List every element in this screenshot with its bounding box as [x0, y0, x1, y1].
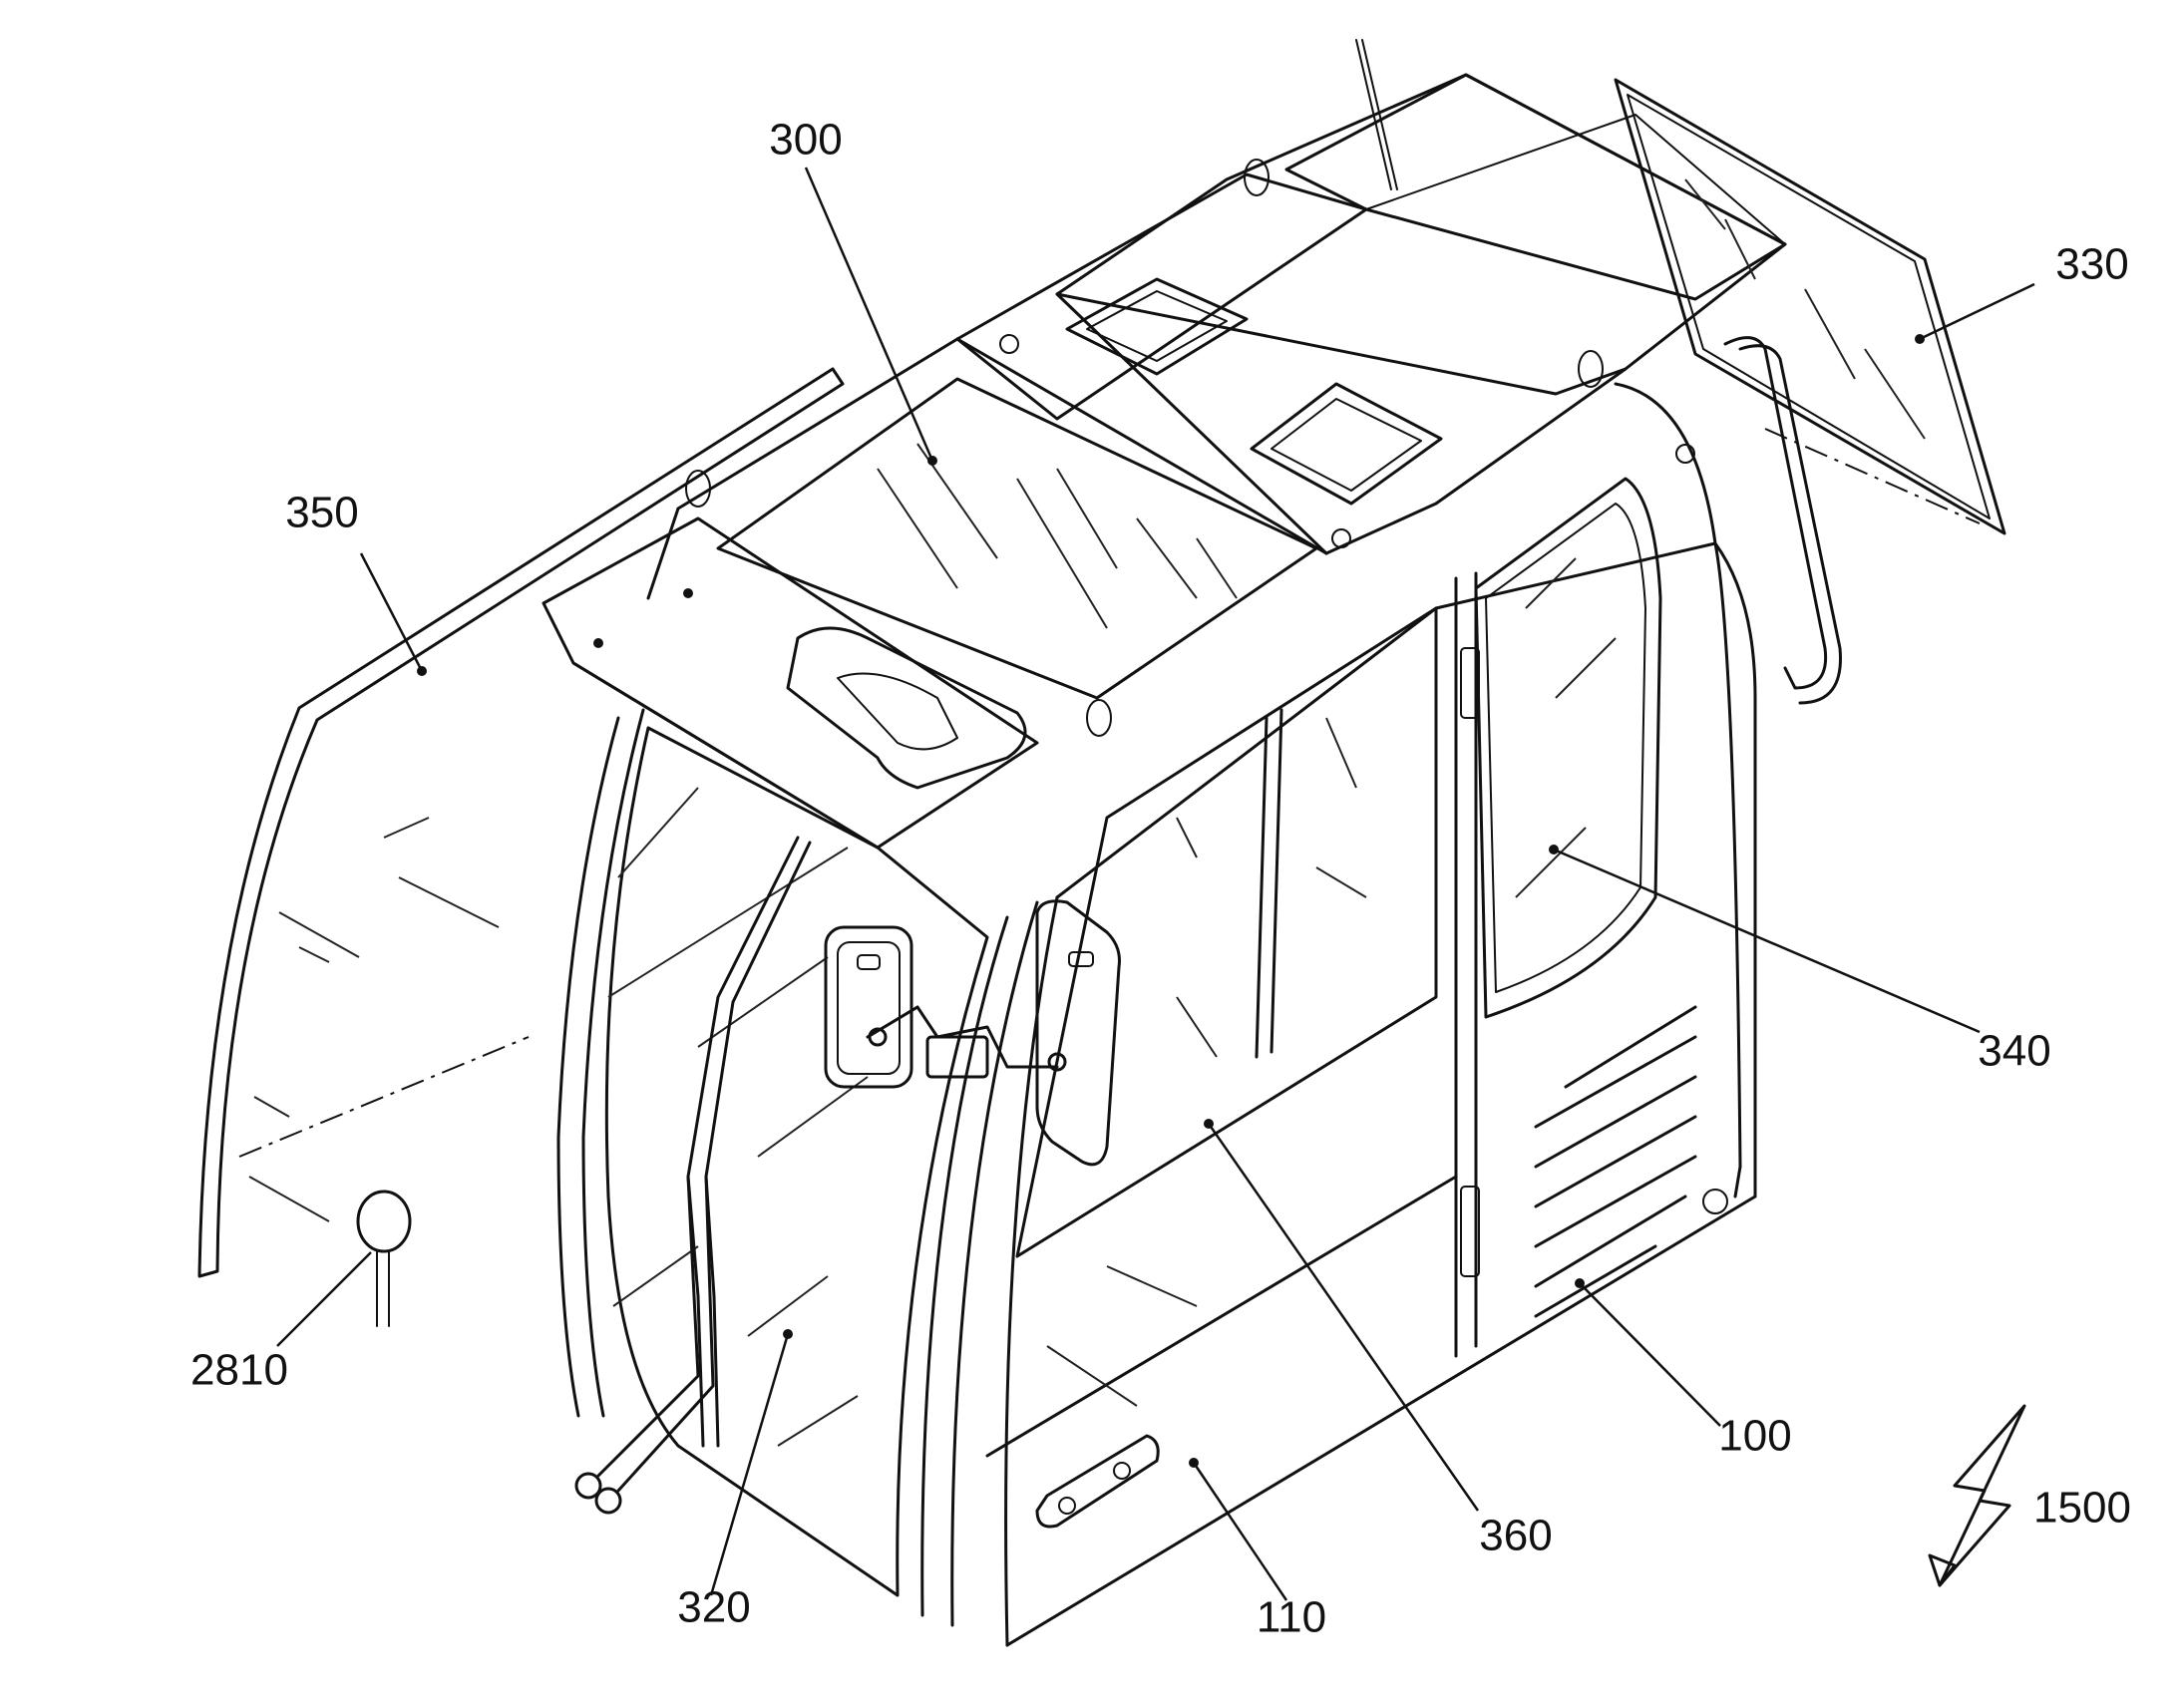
roof-window-glass — [716, 377, 1318, 700]
sensor — [356, 1190, 412, 1327]
rear-handrail — [1723, 336, 1842, 705]
label-360: 360 — [1479, 1512, 1552, 1560]
mirror-bracket — [866, 1005, 1067, 1079]
front-visor — [542, 516, 1039, 850]
label-320: 320 — [677, 1583, 750, 1632]
label-1500: 1500 — [2033, 1484, 2131, 1533]
side-sliding-window — [1015, 606, 1438, 1407]
wiper — [574, 836, 812, 1515]
label-340: 340 — [1978, 1027, 2050, 1076]
front-window-glass-exploded — [197, 367, 845, 1278]
cab-side-body — [985, 382, 1757, 1647]
reference-numerals: 300 330 340 350 2810 320 110 360 100 150… — [190, 116, 2131, 1642]
door-window — [1474, 477, 1662, 1019]
label-110: 110 — [1257, 1593, 1326, 1642]
label-2810: 2810 — [190, 1346, 288, 1395]
label-100: 100 — [1718, 1412, 1791, 1461]
label-300: 300 — [769, 116, 842, 165]
cab-roof — [646, 73, 1787, 737]
door-hinges — [1460, 647, 1480, 1277]
label-350: 350 — [285, 489, 358, 537]
front-door-handle — [1035, 1434, 1160, 1529]
lower-front-window — [604, 726, 989, 1597]
lightning-strike-icon — [1928, 1404, 2026, 1587]
front-pillars — [556, 708, 1059, 1647]
door-vents — [1534, 1005, 1728, 1318]
rear-window-glass — [1614, 78, 2006, 535]
leader-lines — [276, 167, 2035, 1601]
side-mirror-left — [824, 925, 913, 1089]
label-330: 330 — [2055, 240, 2128, 289]
